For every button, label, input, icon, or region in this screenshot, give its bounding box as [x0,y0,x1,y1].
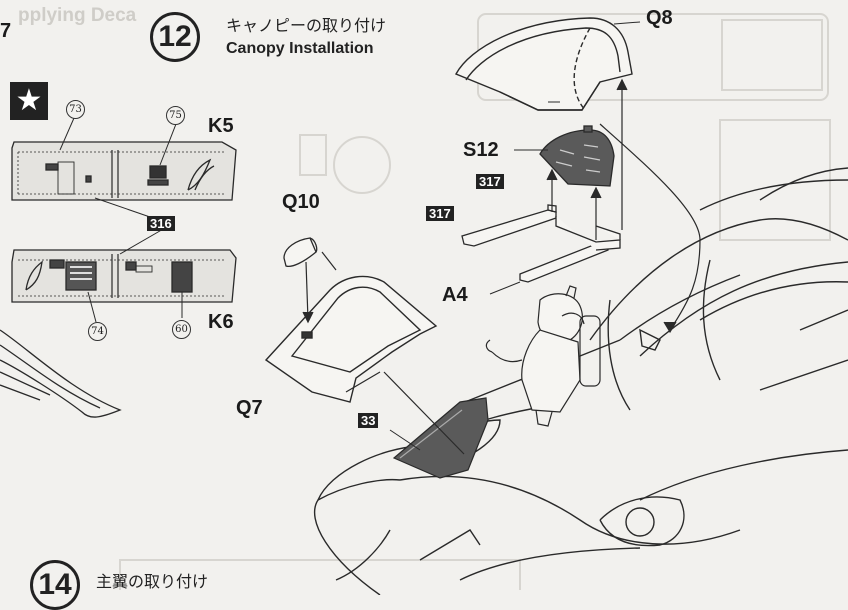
part-q10 [283,237,318,268]
pilot-figure [485,285,601,427]
step-12-title-jp: キャノピーの取り付け [226,16,387,35]
assembly-drawing [0,13,848,595]
part-tag-33: 33 [358,413,379,428]
label-a4: A4 [442,284,468,306]
decal-number-75: 75 [166,106,185,125]
step-12-title-en: Canopy Installation [226,40,374,57]
label-q8: Q8 [646,7,673,29]
label-k6: K6 [208,311,234,333]
decal-panel-k6 [11,249,237,303]
label-q10: Q10 [282,191,320,213]
leader-lines-left [59,117,183,323]
decal-number-60: 60 [172,320,191,339]
step-14-title-jp: 主翼の取り付け [96,572,209,591]
bleed-text: pplying Deca [18,5,137,26]
part-tag-317-upper: 317 [476,174,504,189]
wing-fragment [0,329,122,418]
label-s12: S12 [463,139,499,161]
edge-fragment-text: 7 [0,20,12,42]
armor-plate-s12 [539,125,615,187]
cockpit-sill-33 [392,397,489,479]
canopy-q8 [455,17,633,111]
leader-lines-labels [389,21,641,451]
label-q7: Q7 [236,397,263,419]
step-14-number: 14 [30,560,80,610]
assembly-arrows [302,78,701,455]
part-tag-316: 316 [147,216,175,231]
star-marking-icon: ★ [10,82,48,120]
decal-number-73: 73 [66,100,85,119]
rail-part-a4 [461,204,621,283]
part-tag-317-lower: 317 [426,206,454,221]
instruction-sheet: pplying Deca 7 12 キャノピーの取り付け Canopy Inst… [0,5,848,610]
decal-number-74: 74 [88,322,107,341]
decal-panel-k5 [11,141,237,201]
label-k5: K5 [208,115,234,137]
background-bleed [119,13,831,590]
step-12-number: 12 [150,12,200,62]
windscreen-q7 [264,275,438,403]
fuselage [313,167,848,595]
